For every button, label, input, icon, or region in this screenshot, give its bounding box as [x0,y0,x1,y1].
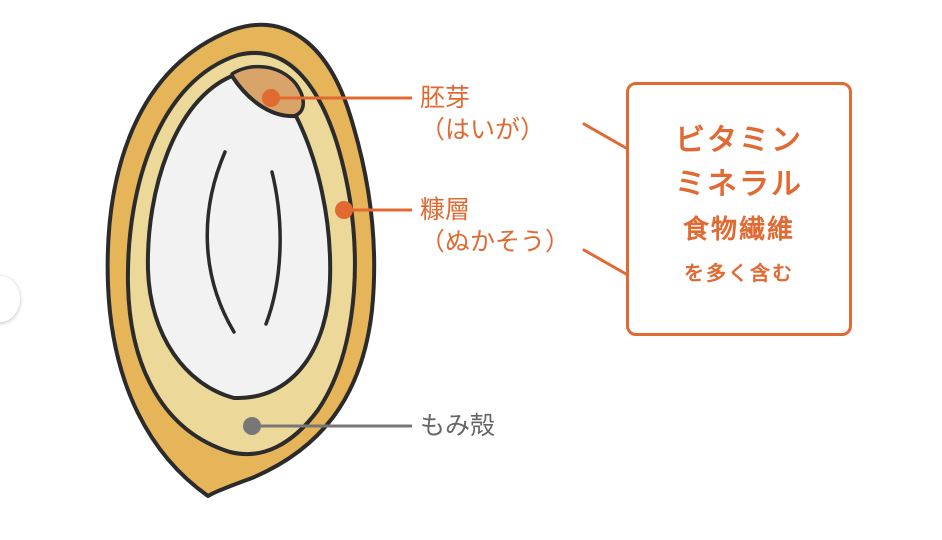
callout-connector-lower [582,248,628,276]
callout-line-minerals: ミネラル [675,167,803,202]
endosperm-line-right [264,170,282,326]
bran-reading: （ぬかそう） [420,227,571,256]
side-scroll-button[interactable] [0,276,20,322]
germ-marker-dot [262,89,280,107]
husk-marker-dot [243,417,261,435]
germ-name: 胚芽 [420,83,471,112]
germ-label: 胚芽 （はいが） [420,82,545,146]
callout-line-contains-much: を多く含む [684,261,794,285]
bran-label: 糠層 （ぬかそう） [420,194,570,258]
endosperm-line-left [205,150,236,334]
endosperm-shape [145,74,333,401]
bran-name: 糠層 [420,195,471,224]
nutrients-callout-box: ビタミン ミネラル 食物繊維 を多く含む [626,82,852,336]
callout-line-vitamins: ビタミン [675,123,803,158]
germ-reading: （はいが） [420,115,546,144]
bran-marker-dot [335,201,353,219]
callout-connector-upper [582,122,628,150]
callout-line-fiber: 食物繊維 [682,215,795,245]
husk-name: もみ殻 [420,411,496,440]
husk-label: もみ殻 [420,410,495,442]
